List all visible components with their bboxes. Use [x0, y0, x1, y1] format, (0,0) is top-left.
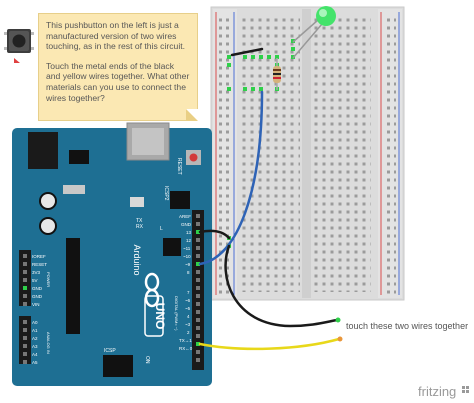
touch-annotation: touch these two wires together — [346, 321, 469, 331]
fritzing-mark-icon — [462, 386, 469, 393]
svg-text:3V3: 3V3 — [32, 270, 41, 275]
analog-group-label: ANALOG IN — [46, 332, 51, 354]
svg-text:A1: A1 — [32, 328, 38, 333]
svg-text:~11: ~11 — [183, 246, 191, 251]
power-group-label: POWER — [46, 272, 51, 287]
black-wire-breadboard — [230, 47, 264, 57]
instruction-note: This pushbutton on the left is just a ma… — [38, 13, 198, 121]
svg-text:VIN: VIN — [32, 302, 40, 307]
svg-text:A3: A3 — [32, 344, 38, 349]
svg-text:13: 13 — [186, 230, 192, 235]
digital-group-label: DIGITAL (PWM= ~) — [174, 296, 179, 331]
on-label: ON — [144, 356, 150, 364]
svg-text:~5: ~5 — [185, 306, 191, 311]
rx-label: RX — [136, 224, 144, 230]
svg-text:~9: ~9 — [185, 262, 191, 267]
power-jack — [28, 132, 58, 169]
yellow-wire-pin2 — [198, 337, 341, 351]
icsp-header — [103, 355, 133, 377]
svg-text:TX→1: TX→1 — [179, 338, 192, 343]
blue-wire-pin11 — [198, 90, 264, 266]
svg-text:2: 2 — [187, 330, 190, 335]
l-label: L — [160, 226, 163, 232]
svg-text:GND: GND — [32, 286, 43, 291]
atmega-chip — [66, 238, 80, 334]
svg-text:AREF: AREF — [179, 214, 191, 219]
svg-text:GND: GND — [181, 222, 192, 227]
black-wire-gnd — [198, 229, 231, 240]
note-paragraph-1: This pushbutton on the left is just a ma… — [46, 20, 185, 52]
arduino-logo — [144, 272, 160, 308]
breadboard — [210, 6, 405, 301]
fritzing-brand: fritzing — [418, 384, 457, 399]
uno-label: UNO — [153, 303, 167, 330]
svg-text:A5: A5 — [32, 360, 38, 365]
black-wire-loose — [224, 244, 339, 328]
power-pin-labels: IOREF RESET 3V3 5V GND GND VIN — [32, 254, 47, 307]
svg-text:RESET: RESET — [32, 262, 47, 267]
reset-label: RESET — [176, 158, 182, 175]
svg-text:A2: A2 — [32, 336, 38, 341]
black-wire-end — [335, 317, 341, 323]
note-fold-corner — [186, 109, 198, 121]
svg-text:7: 7 — [187, 290, 190, 295]
svg-text:~10: ~10 — [183, 254, 191, 259]
svg-text:8: 8 — [187, 270, 190, 275]
svg-text:A0: A0 — [32, 320, 38, 325]
green-led — [292, 6, 336, 59]
icsp2-label: ICSP2 — [163, 186, 169, 201]
icsp2-header — [170, 191, 190, 209]
pushbutton — [4, 29, 34, 53]
icsp-label: ICSP — [104, 348, 116, 354]
digital-pin-labels: AREF GND 13 12 ~11 ~10 ~9 8 7 ~6 ~5 4 ~3… — [179, 214, 193, 351]
resistor — [273, 58, 281, 90]
arduino-label: Arduino — [132, 244, 142, 275]
svg-text:RX←0: RX←0 — [179, 346, 193, 351]
pointer-arrow-icon — [14, 58, 20, 63]
note-paragraph-2: Touch the metal ends of the black and ye… — [46, 60, 190, 103]
svg-text:5V: 5V — [32, 278, 38, 283]
yellow-wire-end — [337, 336, 343, 342]
svg-text:~3: ~3 — [185, 322, 191, 327]
analog-pin-labels: A0 A1 A2 A3 A4 A5 — [32, 320, 38, 365]
arduino-uno-board: UNO Arduino RESET ICSP2 ICSP TX RX L ON … — [12, 122, 212, 386]
tx-label: TX — [136, 218, 143, 224]
svg-text:A4: A4 — [32, 352, 38, 357]
svg-text:~6: ~6 — [185, 298, 191, 303]
uno-badge — [144, 295, 164, 337]
svg-text:GND: GND — [32, 294, 43, 299]
svg-text:IOREF: IOREF — [32, 254, 46, 259]
svg-text:12: 12 — [186, 238, 192, 243]
svg-text:4: 4 — [187, 314, 190, 319]
